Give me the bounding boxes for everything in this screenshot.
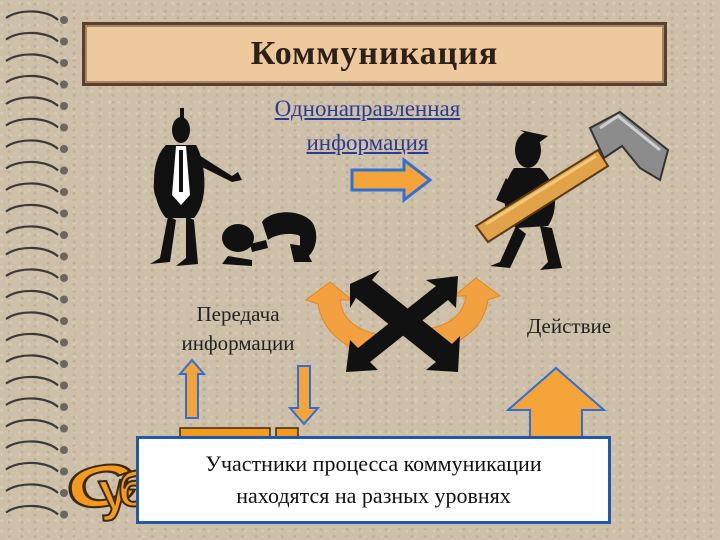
spiral-hole — [60, 37, 68, 46]
spiral-hole — [60, 145, 68, 153]
spiral-hole — [60, 123, 68, 132]
wordart-fragment: С у б — [60, 427, 299, 526]
up-arrow-small-icon — [177, 358, 207, 419]
spiral-ring — [5, 461, 59, 473]
svg-text:С: С — [61, 449, 141, 525]
spiral-binding — [5, 10, 68, 519]
spiral-hole — [60, 166, 68, 175]
spiral-ring — [5, 440, 59, 451]
subtitle-line-1: Однонаправленная — [274, 96, 461, 121]
spiral-ring — [5, 504, 59, 516]
spiral-ring — [5, 397, 59, 408]
label-action: Действие — [526, 314, 612, 338]
note-box: Участники процесса коммуникации находятс… — [136, 436, 611, 524]
spiral-ring — [5, 268, 59, 279]
note-line-1: Участники процесса коммуникации — [205, 451, 542, 476]
spiral-hole — [60, 231, 68, 239]
spiral-ring — [5, 354, 59, 365]
spiral-ring — [5, 311, 59, 322]
spiral-ring — [5, 483, 59, 494]
spiral-hole — [60, 360, 68, 368]
right-arrow-icon — [350, 156, 433, 204]
hammer-icon — [474, 110, 670, 244]
label-transfer-line-2: информации — [181, 331, 295, 355]
spiral-hole — [60, 381, 68, 390]
spiral-ring — [5, 225, 59, 236]
spiral-ring — [5, 246, 59, 258]
boss-figure-icon — [150, 108, 242, 266]
spiral-hole — [60, 295, 68, 304]
spiral-hole — [60, 489, 68, 497]
spiral-ring — [5, 10, 59, 21]
spiral-ring — [5, 418, 59, 430]
subtitle-line-2: информация — [306, 130, 429, 155]
spiral-hole — [60, 403, 68, 411]
spiral-ring — [5, 375, 59, 387]
spiral-hole — [60, 16, 68, 24]
spiral-hole — [60, 102, 68, 110]
spiral-hole — [60, 338, 68, 347]
spiral-ring — [5, 139, 59, 150]
label-transfer-line-1: Передача — [196, 302, 280, 326]
spiral-hole — [60, 467, 68, 476]
big-up-arrow-icon — [505, 366, 607, 441]
bowing-figure-icon — [222, 212, 317, 266]
spiral-hole — [60, 274, 68, 282]
spiral-hole — [60, 59, 68, 67]
spiral-ring — [5, 160, 59, 172]
crossed-arrows-icon — [346, 270, 460, 372]
spiral-ring — [5, 182, 59, 193]
spiral-hole — [60, 209, 68, 218]
spiral-hole — [60, 188, 68, 196]
spiral-hole — [60, 424, 68, 433]
svg-text:у: у — [97, 460, 131, 522]
spiral-hole — [60, 510, 68, 519]
spiral-ring — [5, 117, 59, 129]
spiral-ring — [5, 96, 59, 107]
spiral-hole — [60, 252, 68, 261]
spiral-ring — [5, 74, 59, 86]
spiral-hole — [60, 446, 68, 454]
spiral-ring — [5, 332, 59, 344]
spiral-ring — [5, 289, 59, 301]
label-information-transfer: Передача информации — [148, 300, 328, 358]
note-line-2: находятся на разных уровнях — [236, 483, 511, 508]
title-box: Коммуникация — [82, 22, 667, 86]
spiral-hole — [60, 317, 68, 325]
spiral-ring — [5, 53, 59, 64]
subtitle: Однонаправленная информация — [200, 92, 535, 160]
spiral-ring — [5, 203, 59, 215]
spiral-hole — [60, 80, 68, 89]
down-arrow-small-icon — [287, 365, 321, 426]
spiral-ring — [5, 31, 59, 43]
page-title: Коммуникация — [250, 35, 499, 72]
